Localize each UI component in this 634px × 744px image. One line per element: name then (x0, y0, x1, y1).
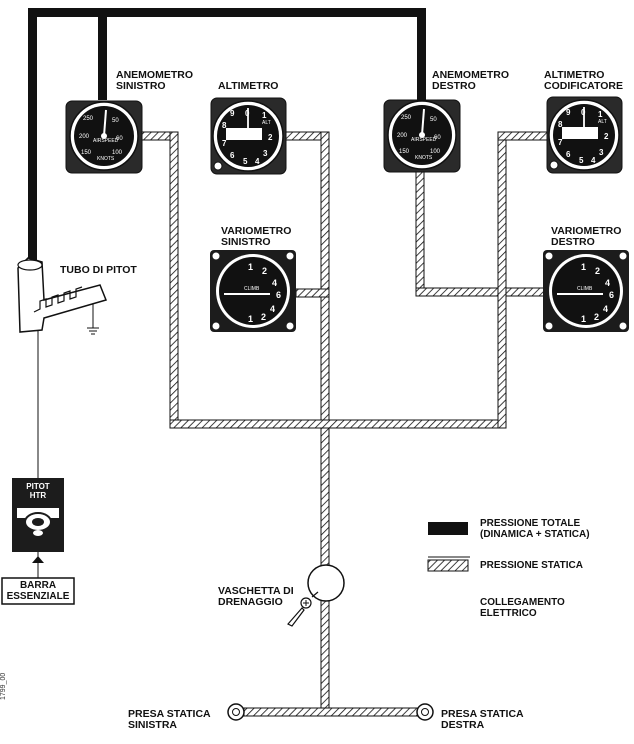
static-pressure-lines (141, 131, 549, 717)
alt-digit: 4 (255, 157, 260, 166)
asi-units: KNOTS (415, 155, 433, 161)
variometro-destro-gauge: 1 2 4 6 4 2 1 CLIMB (543, 250, 629, 332)
asi-tick: 200 (79, 134, 90, 140)
label-altimetro: ALTIMETRO (218, 80, 279, 92)
vsi-digit: 1 (581, 262, 586, 272)
altimetro-gauge: ALT 0 1 2 3 4 5 6 7 8 9 (210, 97, 287, 175)
alt-digit: 1 (598, 110, 603, 119)
presa-statica-sinistra (227, 703, 245, 721)
alt-digit: 8 (558, 120, 563, 129)
alt-digit: 4 (591, 156, 596, 165)
asi-tick: 50 (430, 117, 437, 123)
alt-label: ALT (598, 119, 607, 125)
asi-tick: 150 (399, 149, 410, 155)
alt-digit: 9 (566, 108, 571, 117)
vsi-digit: 6 (609, 290, 614, 300)
vsi-digit: 4 (605, 278, 610, 288)
alt-digit: 3 (599, 148, 604, 157)
vsi-digit: 2 (595, 266, 600, 276)
vsi-digit: 2 (594, 312, 599, 322)
alt-digit: 6 (230, 151, 235, 160)
presa-statica-destra (416, 703, 434, 721)
asi-tick: 100 (112, 150, 123, 156)
legend-swatch-total (428, 522, 468, 535)
vsi-digit: 4 (272, 278, 277, 288)
legend-pressione-statica: PRESSIONE STATICA (480, 560, 583, 571)
variometro-sinistro-gauge: 1 2 4 6 4 2 1 CLIMB (210, 250, 296, 332)
vsi-digit: 2 (261, 312, 266, 322)
alt-digit: 8 (222, 121, 227, 130)
vsi-digit: 1 (248, 262, 253, 272)
alt-digit: 7 (558, 138, 563, 147)
alt-digit: 7 (222, 139, 227, 148)
alt-digit: 1 (262, 111, 267, 120)
vsi-digit: 6 (276, 290, 281, 300)
asi-tick: 250 (83, 116, 94, 122)
vsi-label: CLIMB (244, 286, 260, 292)
pitot-htr-switch (12, 478, 64, 563)
asi-tick: 100 (430, 149, 441, 155)
label-tubo-di-pitot: TUBO DI PITOT (60, 264, 137, 276)
asi-tick: 200 (397, 133, 408, 139)
alt-digit: 9 (230, 109, 235, 118)
asi-tick: 50 (112, 118, 119, 124)
asi-label: AIRSPEED (93, 138, 119, 144)
anemometro-destro-gauge: 250 50 200 60 150 100 AIRSPEED KNOTS (383, 99, 461, 173)
alt-label: ALT (262, 120, 271, 126)
electric-lines (37, 300, 470, 578)
asi-tick: 150 (81, 150, 92, 156)
asi-tick: 60 (434, 135, 441, 141)
alt-digit: 6 (566, 150, 571, 159)
vsi-digit: 1 (581, 314, 586, 324)
anemometro-sinistro-gauge: 250 50 200 60 150 100 AIRSPEED KNOTS (65, 100, 143, 174)
altimetro-codificatore-gauge: ALT 0 1 2 3 4 5 6 7 8 9 (546, 96, 623, 174)
vsi-digit: 1 (248, 314, 253, 324)
vsi-label: CLIMB (577, 286, 593, 292)
total-pressure-lines (28, 8, 426, 268)
vsi-digit: 4 (270, 304, 275, 314)
asi-tick: 60 (116, 136, 123, 142)
alt-digit: 2 (604, 132, 609, 141)
alt-digit: 2 (268, 133, 273, 142)
alt-digit: 5 (579, 156, 584, 165)
asi-units: KNOTS (97, 156, 115, 162)
vsi-digit: 2 (262, 266, 267, 276)
asi-label: AIRSPEED (411, 137, 437, 143)
alt-digit: 5 (243, 157, 248, 166)
reference-code: 1799_00 (0, 672, 7, 700)
vaschetta-drenaggio (287, 564, 345, 627)
barra-essenziale-box (1, 577, 75, 605)
pitot-tube (17, 257, 108, 333)
vsi-digit: 4 (603, 304, 608, 314)
legend-swatch-static (427, 559, 469, 572)
asi-tick: 250 (401, 115, 412, 121)
alt-digit: 3 (263, 149, 268, 158)
legend-pressione-totale: PRESSIONE TOTALE(DINAMICA + STATICA) (480, 518, 590, 540)
